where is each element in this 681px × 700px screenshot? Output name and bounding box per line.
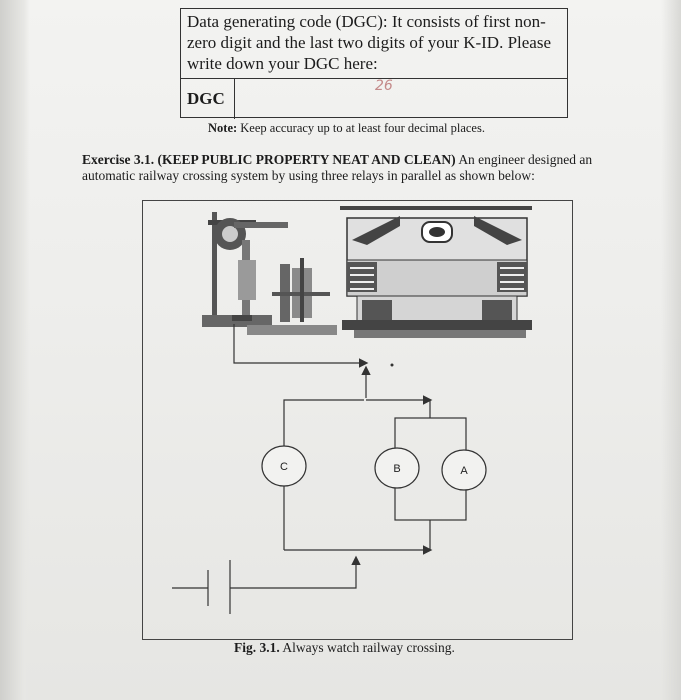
dgc-label: DGC	[187, 89, 225, 108]
figure-frame	[142, 200, 573, 640]
note-label: Note:	[208, 121, 238, 135]
dgc-box: Data generating code (DGC): It consists …	[180, 8, 568, 119]
note: Note: Keep accuracy up to at least four …	[208, 121, 485, 136]
exercise-text-line2: automatic railway crossing system by usi…	[82, 168, 535, 183]
exercise-text-line1: An engineer designed an	[458, 152, 593, 167]
dgc-answer-row: DGC 26	[181, 78, 567, 119]
relay-b[interactable]: B	[374, 447, 420, 489]
dgc-cell-divider	[234, 79, 236, 119]
relay-a-label: A	[460, 465, 468, 477]
exercise-heading: Exercise 3.1. (KEEP PUBLIC PROPERTY NEAT…	[82, 152, 672, 168]
relay-c-label: C	[280, 461, 288, 473]
caption-number: Fig. 3.1.	[234, 640, 280, 655]
junction-dot	[390, 363, 394, 367]
page-shadow-right	[661, 0, 681, 700]
relay-b-label: B	[393, 463, 400, 475]
relay-c[interactable]: C	[261, 445, 307, 487]
note-text: Keep accuracy up to at least four decima…	[240, 121, 485, 135]
caption-text: Always watch railway crossing.	[282, 640, 455, 655]
exercise-title: (KEEP PUBLIC PROPERTY NEAT AND CLEAN)	[157, 152, 456, 167]
page-shadow-left	[0, 0, 30, 700]
figure-caption: Fig. 3.1. Always watch railway crossing.	[234, 640, 455, 656]
circuit-figure: C B A	[172, 206, 532, 614]
dgc-handwritten-value[interactable]: 26	[375, 78, 393, 94]
dgc-instruction: Data generating code (DGC): It consists …	[187, 12, 552, 73]
exercise-number: Exercise 3.1.	[82, 152, 155, 167]
train-illustration	[340, 206, 532, 338]
circuit-wiring	[172, 324, 467, 614]
relay-a[interactable]: A	[441, 449, 487, 491]
crossing-gate-illustration	[202, 212, 337, 335]
